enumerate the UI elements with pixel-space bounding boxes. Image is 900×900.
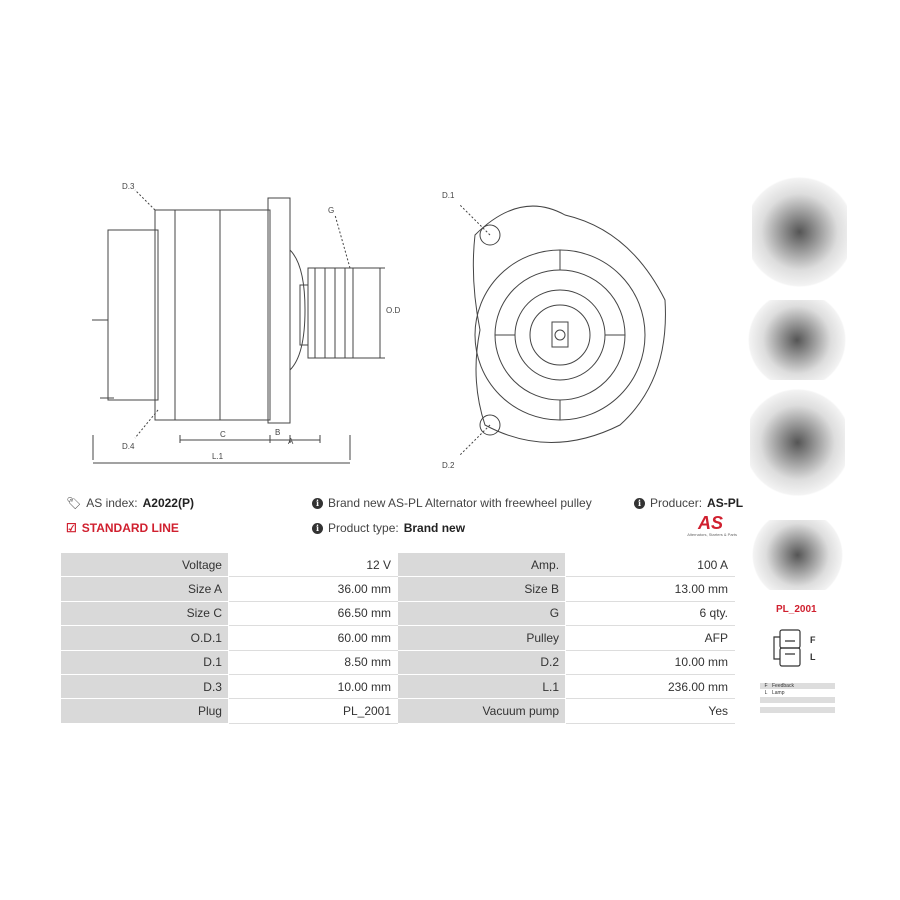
spec-label: G	[397, 600, 567, 627]
spec-value: PL_2001	[227, 698, 399, 724]
spec-value: 6 qty.	[565, 600, 735, 627]
info-icon: i	[634, 497, 645, 509]
spec-label: D.3	[60, 673, 229, 700]
spec-value: 236.00 mm	[565, 673, 735, 700]
spec-label: Plug	[60, 698, 229, 724]
svg-text:F: F	[810, 635, 816, 645]
standard-line: ☑STANDARD LINE	[66, 521, 179, 535]
product-photo-side-2[interactable]	[745, 520, 850, 590]
spec-value: AFP	[565, 625, 735, 651]
plug-diagram-icon: F L	[773, 629, 816, 667]
spec-value: 10.00 mm	[565, 649, 735, 675]
front-view-drawing: D.1 D.2	[442, 191, 666, 470]
product-photo-back[interactable]	[750, 385, 845, 500]
label-d4: D.4	[122, 442, 135, 451]
spec-label: Size C	[60, 600, 229, 627]
label-d3: D.3	[122, 182, 135, 191]
spec-value: 60.00 mm	[227, 625, 399, 651]
info-icon: i	[312, 522, 323, 534]
spec-value: 8.50 mm	[227, 649, 399, 675]
side-view-drawing: D.3 G O.D.1 D.4 C B A L.1	[92, 182, 400, 464]
info-icon: i	[312, 497, 323, 509]
spec-label: D.1	[60, 649, 229, 675]
label-l1: L.1	[212, 452, 224, 461]
spec-label: Voltage	[60, 551, 229, 578]
label-b: B	[275, 428, 280, 437]
spec-label: Size A	[60, 576, 229, 602]
label-c: C	[220, 430, 226, 439]
spec-label: Vacuum pump	[397, 698, 567, 724]
spec-value: 12 V	[227, 551, 399, 578]
spec-label: Pulley	[397, 625, 567, 651]
spec-label: L.1	[397, 673, 567, 700]
spec-value: 100 A	[565, 551, 735, 578]
spec-label: D.2	[397, 649, 567, 675]
spec-value: 36.00 mm	[227, 576, 399, 602]
label-g: G	[328, 206, 334, 215]
as-index: 🏷AS index:A2022(P)	[66, 496, 194, 510]
spec-value: 66.50 mm	[227, 600, 399, 627]
spec-value: Yes	[565, 698, 735, 724]
label-d1: D.1	[442, 191, 455, 200]
label-od1: O.D.1	[386, 306, 400, 315]
product-photo-side[interactable]	[742, 300, 852, 380]
checkbox-icon: ☑	[66, 521, 77, 535]
spec-value: 10.00 mm	[227, 673, 399, 700]
label-a: A	[288, 437, 294, 446]
plug-name: PL_2001	[776, 604, 817, 615]
spec-value: 13.00 mm	[565, 576, 735, 602]
spec-label: Amp.	[397, 551, 567, 578]
label-d2: D.2	[442, 461, 455, 470]
tag-icon: 🏷	[66, 496, 82, 510]
spec-label: O.D.1	[60, 625, 229, 651]
spec-label: Size B	[397, 576, 567, 602]
svg-text:L: L	[810, 652, 816, 662]
product-photo-front[interactable]	[752, 172, 847, 292]
